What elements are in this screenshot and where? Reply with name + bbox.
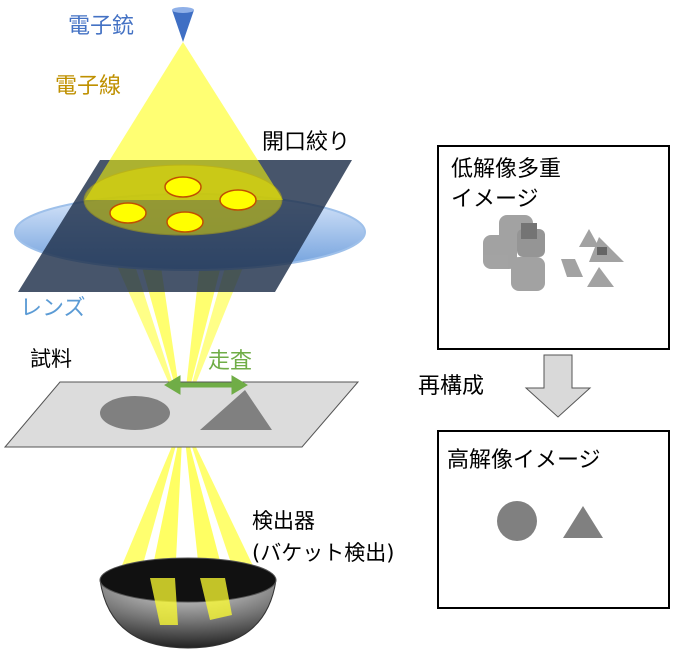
high-res-image: [497, 501, 603, 541]
aperture-holes: [109, 176, 257, 233]
high-res-triangle: [563, 506, 603, 538]
low-res-image: [483, 215, 624, 291]
aperture-label: 開口絞り: [262, 130, 351, 155]
electron-gun: [172, 10, 194, 42]
gun-label: 電子銃: [68, 14, 135, 39]
electron-beam-cone: [85, 42, 283, 200]
beam-label: 電子線: [55, 74, 122, 99]
sample-triangle: [200, 390, 272, 430]
high-res-title: 高解像イメージ: [447, 448, 601, 473]
sample-label: 試料: [30, 347, 72, 371]
high-res-circle: [497, 501, 537, 541]
scan-arrow: [164, 375, 248, 395]
low-res-title-2: イメージ: [451, 187, 539, 212]
reconstruct-label: 再構成: [418, 374, 485, 399]
reconstruct-arrow: [524, 354, 592, 418]
low-res-title-1: 低解像多重: [451, 157, 562, 182]
detector-label: 検出器: [252, 509, 315, 533]
lens-label: レンズ: [20, 296, 86, 321]
scan-label: 走査: [208, 349, 253, 374]
sample-circle: [100, 396, 170, 430]
sample-plane: [3, 381, 360, 448]
detector-note: (バケット検出): [252, 541, 395, 565]
high-res-image-box: 高解像イメージ: [437, 430, 670, 609]
low-res-image-box: 低解像多重 イメージ: [437, 145, 670, 350]
